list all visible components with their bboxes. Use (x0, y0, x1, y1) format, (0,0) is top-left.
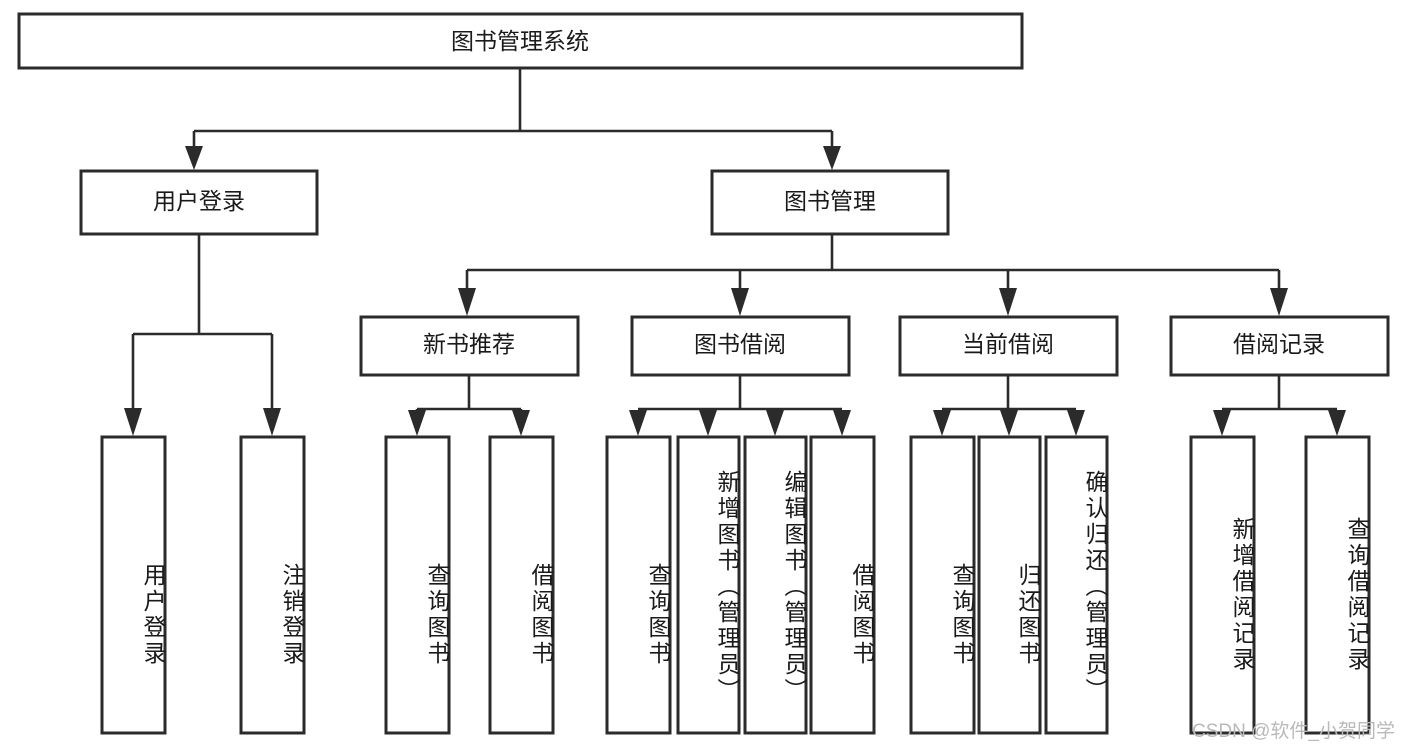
node-book-manage-label: 图书管理 (784, 188, 876, 214)
leaf-box-add-book[interactable] (676, 435, 741, 735)
arrow-head-leaf-confirm-return (1067, 410, 1085, 436)
connector-group-current-borrow-to-leaves (933, 375, 1085, 436)
leaf-box-add-record[interactable] (1189, 435, 1256, 735)
csdn-watermark: CSDN @软件_小贺同学 (1192, 721, 1395, 742)
node-root[interactable]: 图书管理系统 (17, 12, 1024, 70)
node-current-borrow-label: 当前借阅 (962, 331, 1054, 357)
arrow-head-new-book (458, 288, 476, 316)
node-new-book-recommend[interactable]: 新书推荐 (359, 315, 580, 377)
arrow-head-leaf-borrow-book-2 (833, 410, 851, 436)
leaf-box-query-book-3[interactable] (909, 435, 976, 735)
node-current-borrow-rect[interactable] (898, 315, 1119, 377)
leaf-box-borrow-book-1[interactable] (488, 435, 555, 735)
node-user-login[interactable]: 用户登录 (79, 169, 319, 236)
arrow-head-current-borrow (999, 288, 1017, 316)
arrow-head-book-manage (823, 146, 841, 170)
connector-group-root-to-level2 (185, 69, 841, 170)
arrow-head-leaf-edit-book (766, 410, 784, 436)
connector-group-new-book-to-leaves (408, 375, 530, 436)
connector-group-borrow-record-to-leaves (1213, 375, 1346, 436)
arrow-head-leaf-query-book-1 (408, 410, 426, 436)
leaf-boxes-new-book-recommend (384, 435, 555, 735)
arrow-head-leaf-borrow-book-1 (512, 410, 530, 436)
arrow-head-leaf-add-book (699, 410, 717, 436)
node-root-label: 图书管理系统 (451, 28, 589, 54)
node-book-borrow[interactable]: 图书借阅 (630, 315, 851, 377)
leaf-box-query-record[interactable] (1304, 435, 1371, 735)
node-user-login-rect[interactable] (79, 169, 319, 236)
node-current-borrow[interactable]: 当前借阅 (898, 315, 1119, 377)
arrow-head-leaf-query-record (1328, 410, 1346, 436)
arrow-head-user-login (185, 146, 203, 170)
arrow-head-leaf-logout-login (263, 408, 281, 436)
leaf-boxes-user-login (100, 435, 306, 735)
connector-group-book-manage-to-level3 (458, 234, 1288, 316)
leaf-box-query-book-2[interactable] (605, 435, 672, 735)
arrow-head-leaf-user-login (124, 408, 142, 436)
arrow-head-leaf-return-book (1000, 410, 1018, 436)
leaf-boxes-book-borrow (605, 435, 876, 735)
node-book-borrow-rect[interactable] (630, 315, 851, 377)
leaf-box-user-login[interactable] (100, 435, 167, 735)
arrow-head-leaf-add-record (1213, 410, 1231, 436)
leaf-box-borrow-book-2[interactable] (809, 435, 876, 735)
leaf-box-logout-login[interactable] (239, 435, 306, 735)
node-new-book-recommend-label: 新书推荐 (423, 331, 515, 357)
node-new-book-recommend-rect[interactable] (359, 315, 580, 377)
node-book-manage[interactable]: 图书管理 (710, 169, 950, 236)
leaf-box-return-book[interactable] (977, 435, 1042, 735)
connector-group-book-borrow-to-leaves (629, 375, 851, 436)
leaf-boxes-borrow-record (1189, 435, 1371, 735)
leaf-box-edit-book[interactable] (743, 435, 808, 735)
arrow-head-book-borrow (731, 288, 749, 316)
arrow-head-borrow-record (1270, 288, 1288, 316)
arrow-head-leaf-query-book-3 (933, 410, 951, 436)
connector-group-user-login-to-leaves (124, 234, 281, 436)
node-borrow-record-label: 借阅记录 (1233, 331, 1325, 357)
node-book-borrow-label: 图书借阅 (694, 331, 786, 357)
leaf-box-confirm-return[interactable] (1044, 435, 1109, 735)
leaf-boxes-current-borrow (909, 435, 1109, 735)
node-borrow-record[interactable]: 借阅记录 (1169, 315, 1390, 377)
arrow-head-leaf-query-book-2 (629, 410, 647, 436)
node-root-rect[interactable] (17, 12, 1024, 70)
node-borrow-record-rect[interactable] (1169, 315, 1390, 377)
node-user-login-label: 用户登录 (153, 188, 245, 214)
node-book-manage-rect[interactable] (710, 169, 950, 236)
leaf-box-query-book-1[interactable] (384, 435, 451, 735)
